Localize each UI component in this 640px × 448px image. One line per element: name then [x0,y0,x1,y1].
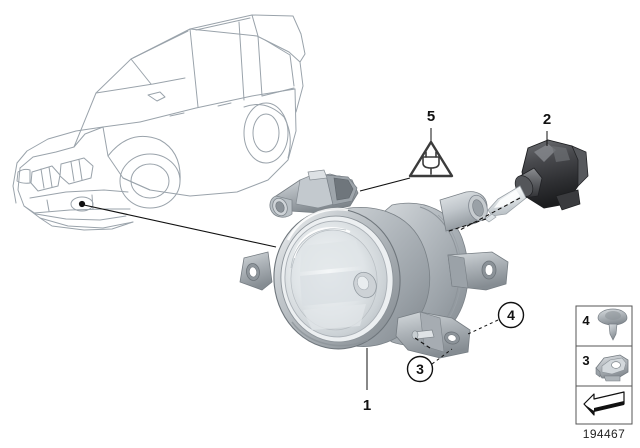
legend-row-0-number: 4 [582,313,590,328]
leader-line-warning-to-connector [359,177,411,192]
bottom-mounting-bracket [395,311,471,359]
callout-label-2: 2 [543,111,551,128]
callout-label-1: 1 [363,397,371,414]
fog-lamp-assembly [239,169,509,359]
vehicle-fog-lamp-location-dot [78,200,86,208]
legend-panel: 4 3 19446 [575,305,633,441]
leader-line-callout-3 [414,337,431,349]
callout-marker-3[interactable]: 3 [406,355,434,383]
right-upper-mounting-bracket [447,251,509,291]
electrical-warning-symbol [408,140,454,178]
reflector-center-cap [353,271,377,299]
legend-row-1-number: 3 [582,353,589,368]
leader-line-vehicle-to-assembly [83,204,277,248]
electrical-connector [269,169,359,218]
callout-marker-4[interactable]: 4 [497,301,525,329]
spring-clip-icon [595,354,629,382]
leader-line-callout-3-to-part [431,348,453,365]
plug-icon [422,151,440,175]
callout-label-3: 3 [416,361,424,377]
bulb-socket-boss [439,191,488,232]
leader-line-bulb-to-housing [445,218,487,233]
leader-line-socket-to-housing [459,197,521,231]
left-mounting-bracket [239,251,273,291]
callout-label-5: 5 [427,108,435,125]
halogen-bulb [484,139,589,223]
callout-label-4: 4 [507,307,515,323]
leader-line-callout-4-to-part [467,319,499,335]
expanding-rivet-icon [597,308,628,341]
diagram-part-number: 194467 [583,427,625,441]
vehicle-outline-illustration [12,14,306,231]
arrow-direction-icon [583,391,625,416]
